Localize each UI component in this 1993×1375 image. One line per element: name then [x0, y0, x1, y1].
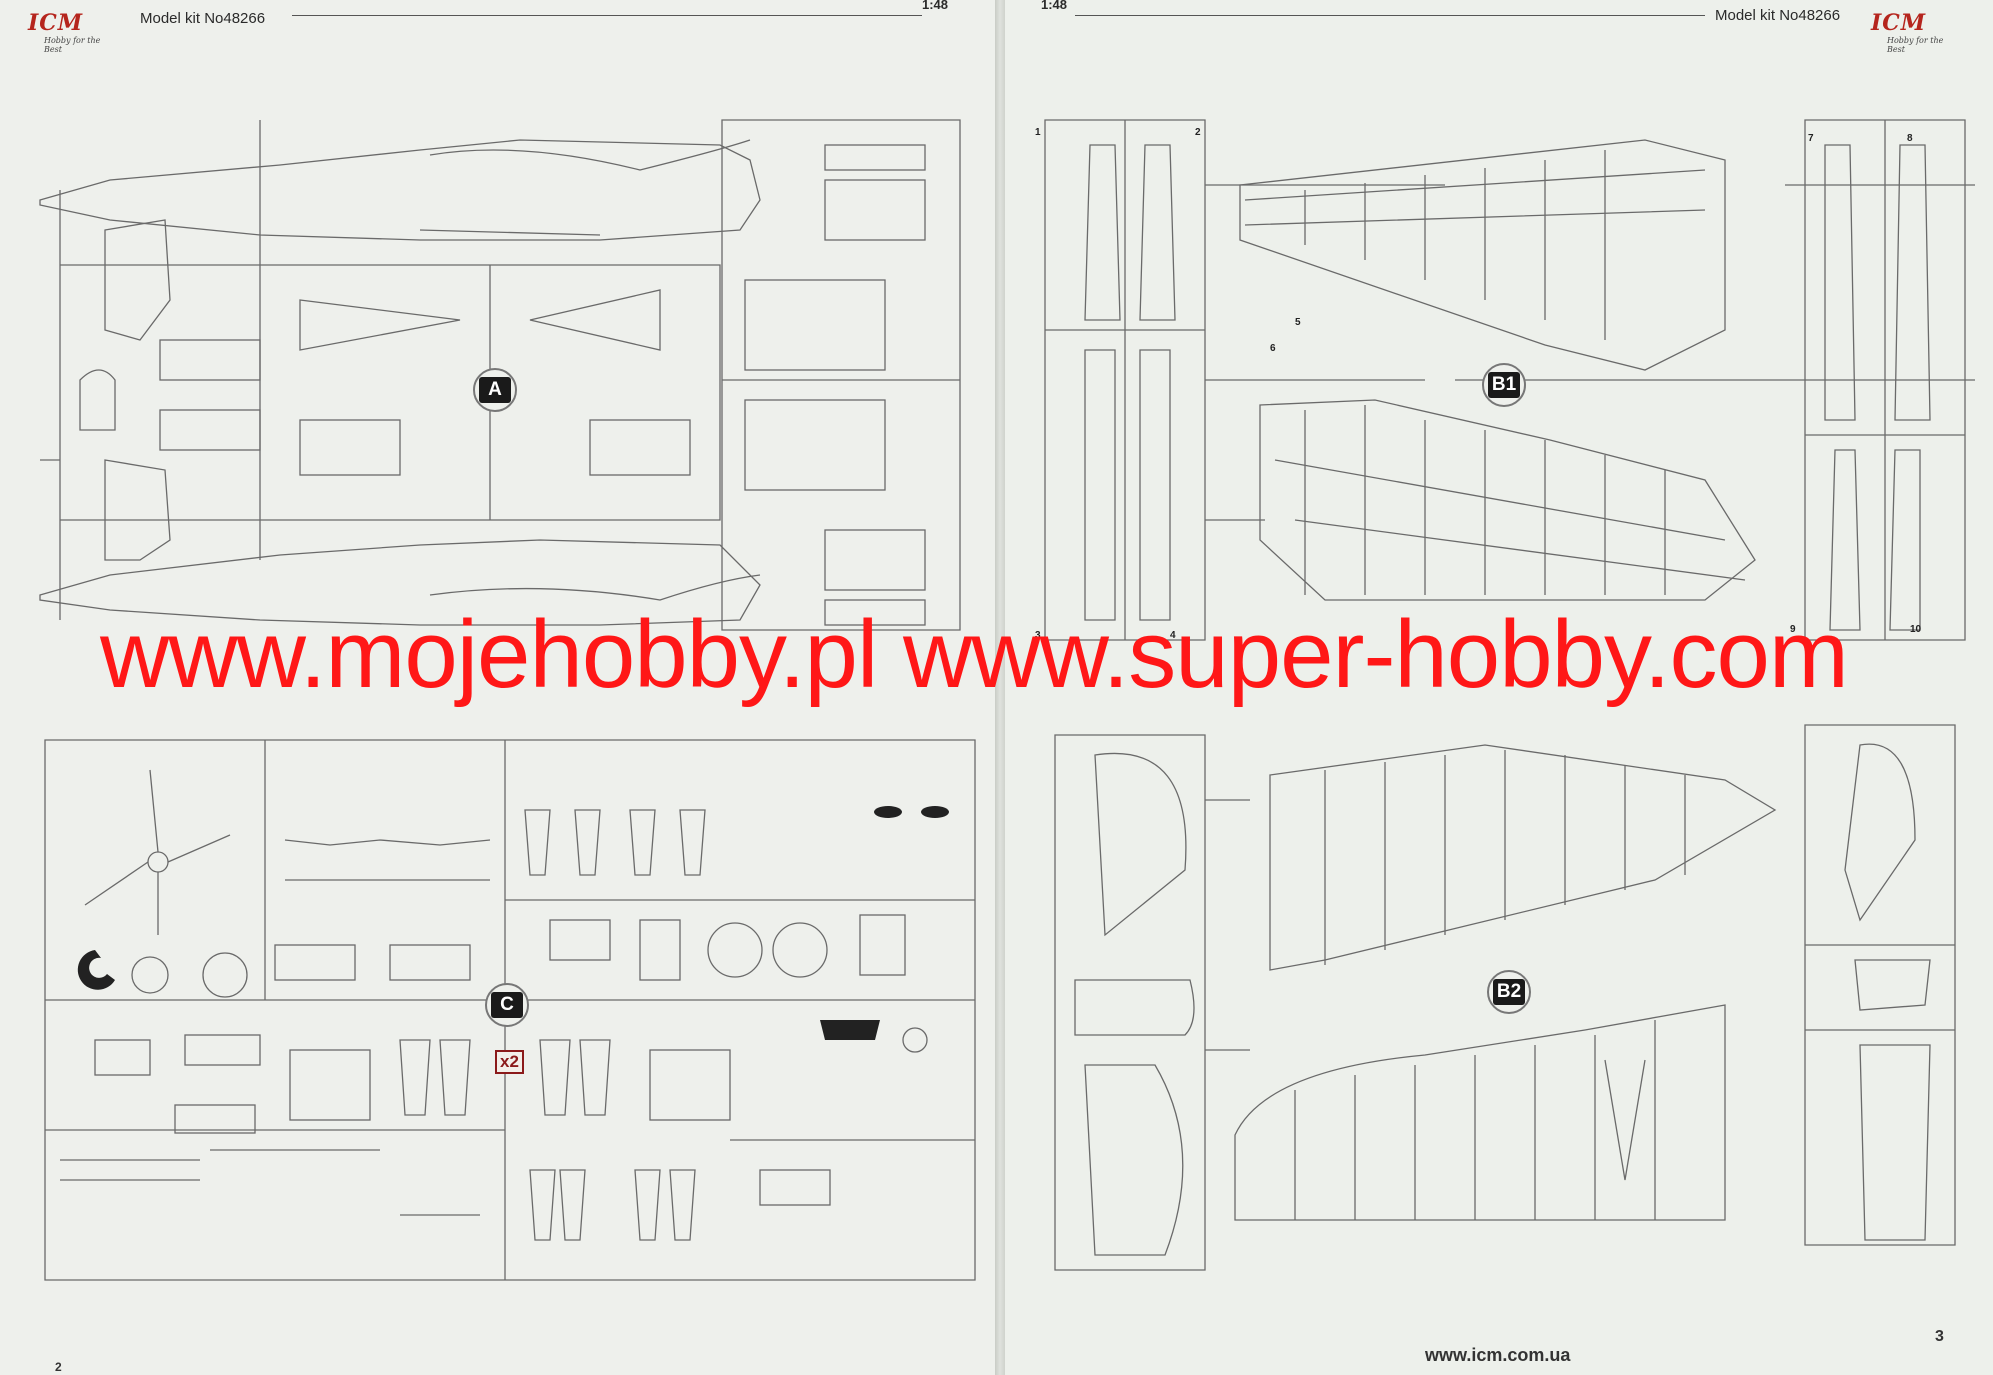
part-number-2: 2 — [1195, 127, 1201, 138]
sprue-c-label: C — [485, 983, 529, 1027]
part-number-8: 8 — [1907, 133, 1913, 144]
header-rule-right — [1075, 15, 1705, 16]
header-rule-left — [292, 15, 922, 16]
part-number-4: 4 — [1170, 630, 1176, 641]
scale-label-left: 1:48 — [922, 0, 949, 12]
book-spine — [995, 0, 1005, 1375]
icm-logo-left: ICM Hobby for the Best — [28, 10, 101, 54]
sprue-b2-label: B2 — [1487, 970, 1531, 1014]
icm-logo-right: ICM Hobby for the Best — [1871, 10, 1944, 54]
part-number-1: 1 — [1035, 127, 1041, 138]
left-page: ICM Hobby for the Best Model kit No48266… — [0, 0, 995, 1375]
part-number-9: 9 — [1790, 624, 1796, 635]
part-number-6: 6 — [1270, 343, 1276, 354]
part-number-3: 3 — [1035, 630, 1041, 641]
part-number-7: 7 — [1808, 133, 1814, 144]
kit-number-right: Model kit No48266 — [1715, 7, 1841, 24]
sprue-b1-label: B1 — [1482, 363, 1526, 407]
sprue-sheet-right — [1044, 119, 1975, 1271]
kit-number-left: Model kit No48266 — [140, 10, 266, 27]
sprue-a-label: A — [473, 368, 517, 412]
part-number-5: 5 — [1295, 317, 1301, 328]
part-number-10: 10 — [1910, 624, 1922, 635]
page-number-right: 3 — [1935, 1328, 1944, 1345]
page-number-left: 2 — [55, 1360, 62, 1374]
footer-url: www.icm.com.ua — [1425, 1345, 1571, 1365]
right-page: 1:48 Model kit No48266 ICM Hobby for the… — [1005, 0, 1993, 1375]
sprue-c-multiplier: x2 — [495, 1050, 524, 1074]
watermark-text: www.mojehobby.pl www.super-hobby.com — [100, 601, 1849, 708]
scale-label-right: 1:48 — [1041, 0, 1068, 12]
